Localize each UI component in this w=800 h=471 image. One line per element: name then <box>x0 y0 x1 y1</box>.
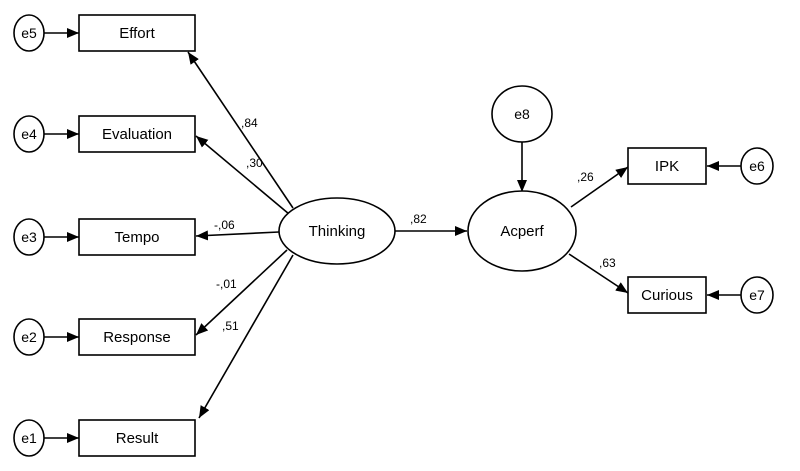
coef-tempo: -,06 <box>214 218 235 232</box>
path-thinking-effort <box>187 51 294 209</box>
error-e8-label: e8 <box>514 106 530 122</box>
indicator-result-label: Result <box>116 430 159 447</box>
latent-acperf-label: Acperf <box>500 223 544 240</box>
error-e8 <box>491 85 553 143</box>
indicator-effort-box <box>78 14 196 52</box>
indicator-ipk-label: IPK <box>655 158 679 175</box>
coef-result: ,51 <box>222 319 239 333</box>
error-e4 <box>13 115 45 153</box>
error-e3-label: e3 <box>21 229 37 245</box>
error-e6 <box>740 147 774 185</box>
indicator-curious-label: Curious <box>641 287 693 304</box>
coef-thinking-acperf: ,82 <box>410 212 427 226</box>
indicator-evaluation-box <box>78 115 196 153</box>
indicator-response-label: Response <box>103 329 171 346</box>
latent-thinking <box>278 197 396 265</box>
error-e7-label: e7 <box>749 287 765 303</box>
path-acperf-ipk <box>570 166 629 208</box>
indicator-effort-label: Effort <box>119 25 155 42</box>
path-thinking-response <box>195 249 288 336</box>
coef-curious: ,63 <box>599 256 616 270</box>
error-e7 <box>740 276 774 314</box>
coef-ipk: ,26 <box>577 170 594 184</box>
error-e6-label: e6 <box>749 158 765 174</box>
latent-thinking-label: Thinking <box>309 223 366 240</box>
path-thinking-result <box>198 254 294 419</box>
path-thinking-evaluation <box>195 135 290 215</box>
coef-effort: ,84 <box>241 116 258 130</box>
coef-response: -,01 <box>216 277 237 291</box>
indicator-response-box <box>78 318 196 356</box>
error-e2-label: e2 <box>21 329 37 345</box>
latent-acperf <box>467 190 577 272</box>
error-e5 <box>13 14 45 52</box>
indicator-tempo-label: Tempo <box>114 229 159 246</box>
indicator-evaluation-label: Evaluation <box>102 126 172 143</box>
indicator-result-box <box>78 419 196 457</box>
coef-evaluation: ,30 <box>246 156 263 170</box>
error-e2 <box>13 318 45 356</box>
path-acperf-curious <box>568 253 629 294</box>
error-e1-label: e1 <box>21 430 37 446</box>
indicator-tempo-box <box>78 218 196 256</box>
error-e3 <box>13 218 45 256</box>
error-e1 <box>13 419 45 457</box>
indicator-curious-box <box>627 276 707 314</box>
error-e4-label: e4 <box>21 126 37 142</box>
indicator-ipk-box <box>627 147 707 185</box>
error-e5-label: e5 <box>21 25 37 41</box>
path-thinking-tempo <box>195 230 280 241</box>
